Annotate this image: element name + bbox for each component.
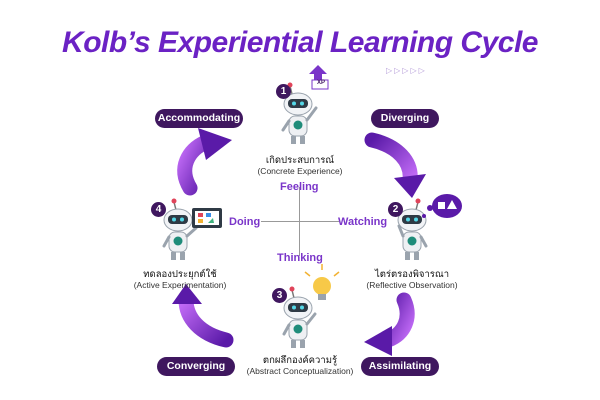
arrow-bottom-right	[364, 292, 415, 356]
stage-4-thai: ทดลองประยุกต์ใช้	[143, 269, 217, 280]
axis-feeling: Feeling	[280, 181, 319, 193]
step-number-1: 1	[276, 84, 291, 99]
arrow-top-left	[177, 128, 232, 196]
robot-active-experimentation	[162, 198, 198, 260]
robot-concrete-experience	[281, 82, 318, 144]
stage-3-thai: ตกผลึกองค์ความรู้	[262, 355, 338, 366]
lightbulb-icon	[304, 264, 340, 300]
arrow-top-right	[364, 132, 426, 198]
stage-2-english: (Reflective Observation)	[366, 280, 458, 290]
assimilating-pill: Assimilating	[361, 357, 439, 376]
axis-doing: Doing	[229, 216, 261, 228]
converging-pill: Converging	[157, 357, 235, 376]
xp-badge-icon	[309, 65, 329, 90]
arrow-bottom-left	[172, 284, 234, 348]
stage-1-label: เกิดประสบการณ์ (Concrete Experience)	[240, 155, 360, 177]
step-number-4: 4	[151, 202, 166, 217]
xp-badge-text: XP	[316, 80, 325, 86]
axis-watching: Watching	[338, 216, 388, 228]
stage-2-label: ไตร่ตรองพิจารณา (Reflective Observation)	[352, 269, 472, 291]
stage-1-english: (Concrete Experience)	[257, 166, 343, 176]
vertical-axis-line	[299, 187, 300, 256]
stage-3-english: (Abstract Conceptualization)	[246, 366, 354, 376]
stage-4-english: (Active Experimentation)	[133, 280, 227, 290]
thought-bubble-icon	[422, 194, 462, 218]
axis-thinking: Thinking	[277, 252, 323, 264]
robot-abstract-conceptualization	[282, 286, 317, 348]
page-title: Kolb’s Experiential Learning Cycle	[62, 26, 538, 59]
robot-reflective-observation	[397, 198, 428, 260]
diverging-pill: Diverging	[371, 109, 439, 128]
accommodating-pill: Accommodating	[155, 109, 243, 128]
board-icon	[192, 208, 222, 228]
step-number-2: 2	[388, 202, 403, 217]
step-number-3: 3	[272, 288, 287, 303]
decorative-arrows: ▷▷▷▷▷	[386, 66, 427, 75]
stage-2-thai: ไตร่ตรองพิจารณา	[374, 269, 450, 280]
stage-3-label: ตกผลึกองค์ความรู้ (Abstract Conceptualiz…	[230, 355, 370, 377]
horizontal-axis-line	[261, 221, 339, 222]
stage-1-thai: เกิดประสบการณ์	[265, 155, 335, 166]
stage-4-label: ทดลองประยุกต์ใช้ (Active Experimentation…	[120, 269, 240, 291]
